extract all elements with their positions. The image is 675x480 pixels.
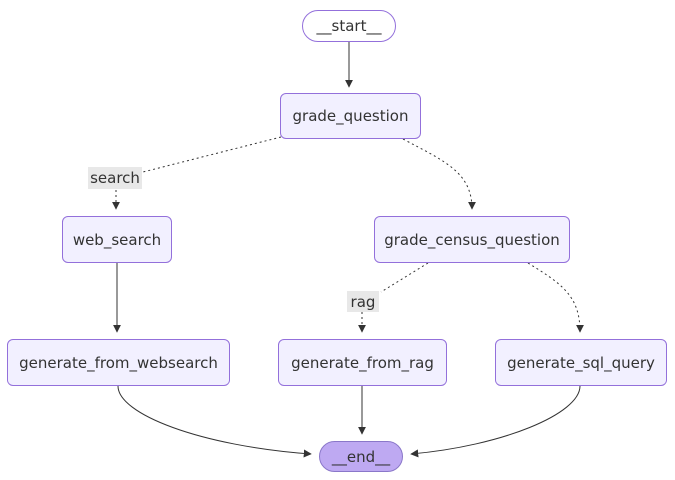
node-start: __start__ — [302, 10, 396, 42]
edge-grade-census-to-rag-label — [380, 262, 429, 293]
node-generate-from-rag: generate_from_rag — [278, 339, 447, 386]
node-generate-from-websearch: generate_from_websearch — [7, 339, 230, 386]
node-end: __end__ — [319, 441, 403, 472]
node-web-search: web_search — [62, 216, 172, 263]
node-grade-question: grade_question — [280, 93, 421, 139]
edge-grade-census-to-generate-sql — [527, 262, 584, 333]
edge-grade-question-to-grade-census — [402, 138, 476, 210]
node-grade-census-question: grade_census_question — [374, 216, 570, 263]
edge-generate-sql-to-end — [410, 385, 581, 458]
edge-grade-question-to-search-label — [142, 136, 282, 173]
edge-label-rag: rag — [347, 291, 379, 312]
edge-generate-websearch-to-end — [117, 385, 312, 458]
node-generate-sql-query: generate_sql_query — [495, 339, 667, 386]
edge-label-search: search — [88, 167, 142, 189]
